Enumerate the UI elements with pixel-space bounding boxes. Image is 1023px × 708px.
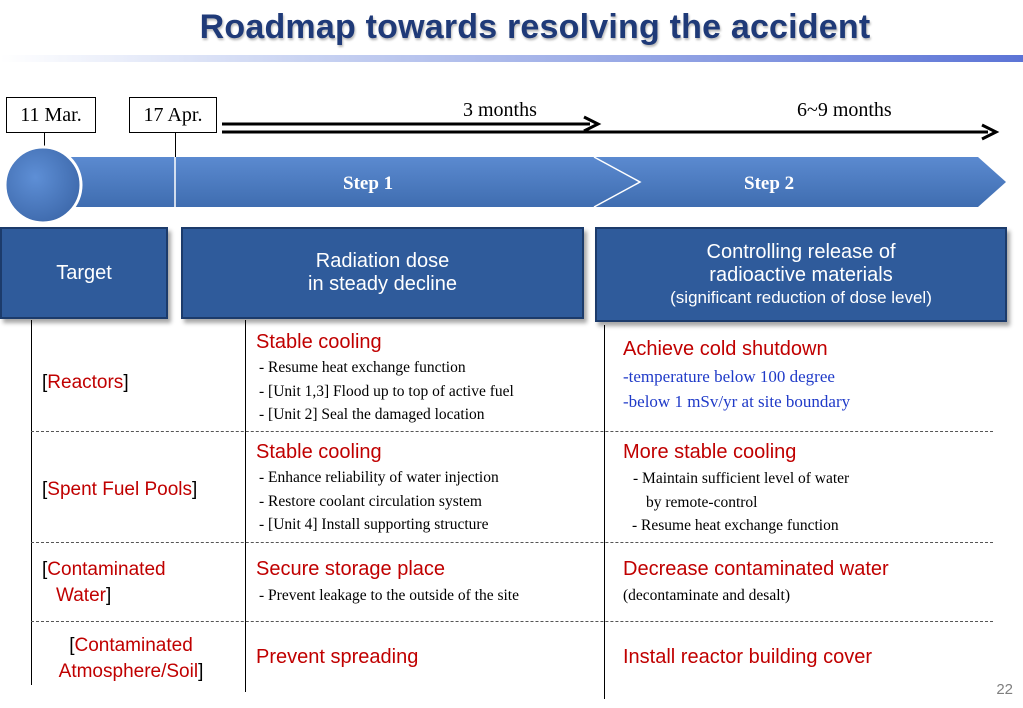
pools-step2-detail-2: by remote-control bbox=[646, 494, 758, 511]
reactors-step2-detail-1: -temperature below 100 degree bbox=[623, 367, 835, 386]
step2-header-line1: Controlling release of bbox=[706, 240, 896, 263]
pools-step1-detail-3: - [Unit 4] Install supporting structure bbox=[259, 516, 489, 533]
timeline-graphic bbox=[3, 115, 1006, 225]
step2-header: Controlling release of radioactive mater… bbox=[595, 227, 1007, 322]
pools-step1-detail-1: - Enhance reliability of water injection bbox=[259, 469, 499, 486]
step2-header-line3: (significant reduction of dose level) bbox=[670, 287, 932, 307]
date-tick-start bbox=[44, 133, 45, 147]
row-divider-2 bbox=[31, 542, 993, 543]
step-2-label: Step 2 bbox=[744, 173, 795, 194]
step1-header: Radiation dose in steady decline bbox=[181, 227, 584, 319]
reactors-step1-title: Stable cooling bbox=[256, 331, 382, 353]
row-divider-1 bbox=[31, 431, 993, 432]
reactors-step2-detail-2: -below 1 mSv/yr at site boundary bbox=[623, 392, 851, 411]
atmosphere-step1-title: Prevent spreading bbox=[256, 646, 419, 668]
arrow-step1-head bbox=[583, 115, 602, 133]
target-header: Target bbox=[0, 227, 168, 319]
start-circle bbox=[3, 145, 83, 225]
duration-label-step2: 6~9 months bbox=[797, 99, 892, 121]
grid-vline-mid bbox=[245, 320, 246, 692]
pools-step2-detail-1: - Maintain sufficient level of water bbox=[633, 470, 850, 487]
date-box-start: 11 Mar. bbox=[6, 97, 96, 133]
step2-header-line2: radioactive materials bbox=[709, 263, 893, 286]
pools-step1-title: Stable cooling bbox=[256, 441, 382, 463]
step1-header-line1: Radiation dose bbox=[315, 250, 450, 272]
date-box-step1: 17 Apr. bbox=[129, 97, 217, 133]
category-spent-fuel-pools: [Spent Fuel Pools] bbox=[42, 479, 198, 500]
page-number: 22 bbox=[996, 681, 1013, 698]
target-header-label: Target bbox=[56, 261, 112, 284]
grid-vline-right bbox=[604, 325, 605, 699]
pools-step1-detail-2: - Restore coolant circulation system bbox=[259, 493, 482, 510]
water-step2-title: Decrease contaminated water bbox=[623, 558, 889, 580]
grid-vline-left bbox=[31, 320, 32, 685]
step1-header-line2: in steady decline bbox=[308, 273, 457, 295]
row-divider-3 bbox=[31, 621, 993, 622]
category-reactors: [Reactors] bbox=[42, 372, 129, 393]
atmosphere-step2-title: Install reactor building cover bbox=[623, 646, 873, 668]
band-step-chevron bbox=[593, 156, 642, 208]
reactors-step2-title: Achieve cold shutdown bbox=[623, 338, 828, 360]
arrow-step2-head bbox=[981, 123, 1000, 141]
date-tick-step1 bbox=[175, 133, 176, 157]
timeline-band bbox=[42, 157, 1006, 207]
reactors-step1-detail-1: - Resume heat exchange function bbox=[259, 359, 466, 376]
duration-label-step1: 3 months bbox=[463, 99, 537, 121]
water-step2-detail-1: (decontaminate and desalt) bbox=[623, 587, 790, 604]
water-step1-detail-1: - Prevent leakage to the outside of the … bbox=[259, 587, 519, 604]
category-contaminated-atmosphere-soil: [Contaminated Atmosphere/Soil] bbox=[58, 635, 204, 682]
water-step1-title: Secure storage place bbox=[256, 558, 446, 580]
category-contaminated-water: [Contaminated Water] bbox=[42, 559, 166, 606]
title-underline bbox=[0, 55, 1023, 62]
reactors-step1-detail-3: - [Unit 2] Seal the damaged location bbox=[259, 406, 485, 423]
pools-step2-detail-3: - Resume heat exchange function bbox=[632, 517, 839, 534]
reactors-step1-detail-2: - [Unit 1,3] Flood up to top of active f… bbox=[259, 383, 514, 400]
pools-step2-title: More stable cooling bbox=[623, 441, 797, 463]
step-1-label: Step 1 bbox=[343, 173, 394, 194]
page-title: Roadmap towards resolving the accident bbox=[199, 8, 871, 46]
